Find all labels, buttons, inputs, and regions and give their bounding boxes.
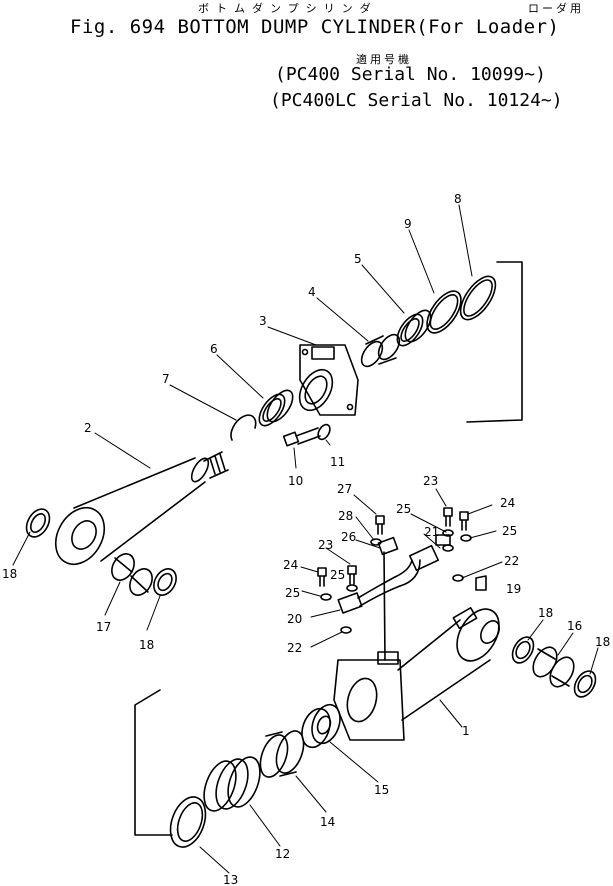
callout-2: 2 <box>84 421 92 435</box>
part-18-ring-left-a <box>25 508 51 538</box>
callout-24a: 24 <box>500 496 515 510</box>
callout-17: 17 <box>96 620 111 634</box>
small-washers <box>320 529 472 634</box>
callout-25a: 25 <box>396 502 411 516</box>
applicable-models-label: 適用号機 <box>356 53 412 66</box>
part-12-piston <box>203 756 261 812</box>
callout-9: 9 <box>404 217 412 231</box>
callout-15: 15 <box>374 783 389 797</box>
figure-title: Fig. 694 BOTTOM DUMP CYLINDER(For Loader… <box>70 16 560 38</box>
serial-line-pc400lc: (PC400LC Serial No. 10124~) <box>270 90 563 111</box>
callout-24b: 24 <box>283 558 298 572</box>
callout-18c: 18 <box>538 606 553 620</box>
callout-19: 19 <box>506 582 521 596</box>
callout-7: 7 <box>162 372 170 386</box>
callout-1: 1 <box>462 724 470 738</box>
callout-16: 16 <box>567 619 582 633</box>
callout-23a: 23 <box>423 474 438 488</box>
part-9-ring <box>426 290 462 334</box>
callout-5: 5 <box>354 252 362 266</box>
part-18-ring-right-b <box>573 670 597 698</box>
part-18-ring-left-b <box>153 568 177 596</box>
part-11-washer <box>317 423 331 441</box>
callout-13: 13 <box>223 873 238 886</box>
part-19-plug <box>475 575 487 591</box>
part-4-bushing <box>360 333 401 368</box>
part-1-cylinder-tube <box>333 607 500 741</box>
callout-21: 21 <box>424 525 439 539</box>
callout-22b: 22 <box>287 641 302 655</box>
callout-10: 10 <box>288 474 303 488</box>
part-7-snap-ring <box>230 414 257 441</box>
leader-lines <box>12 204 599 874</box>
japanese-title: ボトムダンプシリンダ <box>198 2 378 15</box>
serial-line-pc400: (PC400 Serial No. 10099~) <box>275 64 546 85</box>
callout-25c: 25 <box>330 568 345 582</box>
callout-25d: 25 <box>285 586 300 600</box>
japanese-loader-label: ローダ用 <box>528 2 584 15</box>
callout-28: 28 <box>338 509 353 523</box>
small-bolts <box>317 507 469 587</box>
callout-18a: 18 <box>2 567 17 581</box>
part-8-ring <box>459 275 497 321</box>
part-10-bolt <box>282 427 321 447</box>
callout-22a: 22 <box>504 554 519 568</box>
callout-11: 11 <box>330 455 345 469</box>
callout-18b: 18 <box>139 638 154 652</box>
callout-14: 14 <box>320 815 335 829</box>
callout-25b: 25 <box>502 524 517 538</box>
upper-bracket-line <box>466 261 523 423</box>
part-5-packing <box>396 309 432 347</box>
part-15-nut <box>301 703 341 749</box>
callout-18d: 18 <box>595 635 610 649</box>
callout-4: 4 <box>308 285 316 299</box>
part-17-bushing <box>111 553 153 596</box>
lower-bracket-line <box>134 689 173 836</box>
callout-3: 3 <box>259 314 267 328</box>
callout-23b: 23 <box>318 538 333 552</box>
callout-8: 8 <box>454 192 462 206</box>
part-14-wear-ring <box>259 730 305 778</box>
part-13-ring <box>169 796 207 848</box>
part-6-packing <box>258 389 294 427</box>
callout-20: 20 <box>287 612 302 626</box>
part-16-bushing <box>532 646 575 688</box>
callout-12: 12 <box>275 847 290 861</box>
callout-26: 26 <box>341 530 356 544</box>
callout-27: 27 <box>337 482 352 496</box>
piping-assembly <box>337 534 451 661</box>
part-3-cylinder-head <box>298 344 359 416</box>
part-2-piston-rod <box>54 451 229 566</box>
callout-6: 6 <box>210 342 218 356</box>
